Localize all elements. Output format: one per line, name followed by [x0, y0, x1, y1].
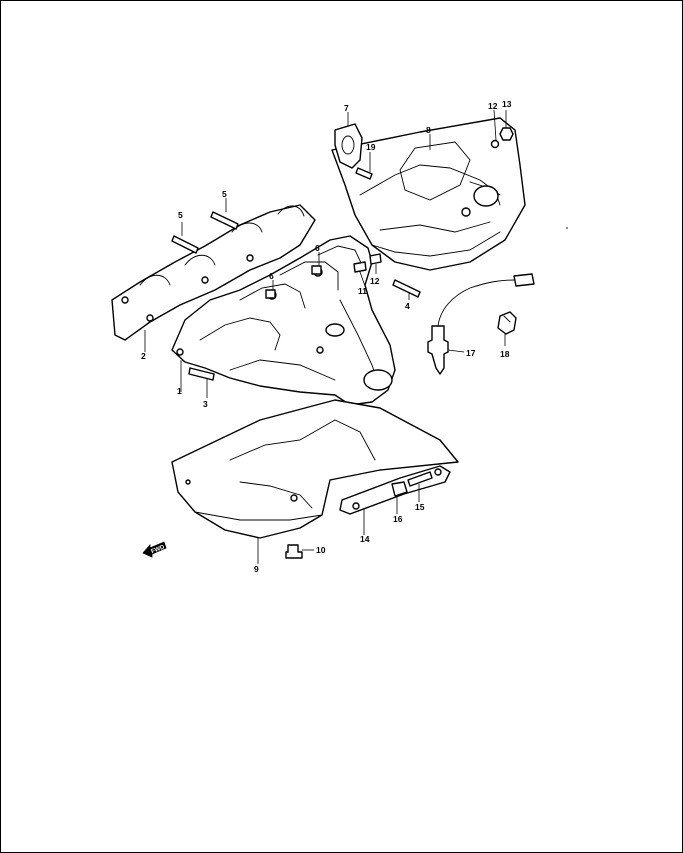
bracket-nut-and-stud: [391, 471, 433, 497]
callout-numbers: 1 2 3 4 5 5 6 6 7 8 9 10 11 12 12 13 14 …: [141, 99, 512, 574]
fasteners: [188, 127, 514, 381]
heat-shield-bolt: [285, 544, 303, 559]
stray-mark: [566, 227, 568, 229]
callout-12a: 12: [370, 276, 380, 286]
stud-bolts: [171, 211, 239, 254]
exhaust-pipe-gasket: [334, 123, 363, 169]
leader-lines: [144, 109, 507, 564]
callout-2: 2: [141, 351, 146, 361]
callout-1: 1: [177, 386, 182, 396]
callout-5b: 5: [222, 189, 227, 199]
callout-6b: 6: [315, 243, 320, 253]
lower-heat-shield: [171, 399, 459, 539]
callout-4: 4: [405, 301, 410, 311]
callout-11: 11: [358, 286, 367, 296]
callout-14: 14: [360, 534, 370, 544]
exhaust-manifold-heat-shield: [331, 117, 526, 271]
callout-3: 3: [203, 399, 208, 409]
manifold-gasket: [111, 204, 316, 341]
callout-10: 10: [316, 545, 326, 555]
fwd-label: FWD: [151, 544, 167, 555]
callout-15: 15: [415, 502, 425, 512]
callout-7: 7: [344, 103, 349, 113]
forward-direction-arrow: FWD: [142, 541, 167, 558]
callout-6a: 6: [269, 271, 274, 281]
callout-13: 13: [502, 99, 512, 109]
callout-18: 18: [500, 349, 510, 359]
sensor-wire-clamp: [497, 311, 517, 335]
oxygen-sensor: [427, 273, 535, 375]
callout-5a: 5: [178, 210, 183, 220]
callout-16: 16: [393, 514, 403, 524]
callout-19: 19: [366, 142, 376, 152]
callout-8: 8: [426, 125, 431, 135]
callout-9: 9: [254, 564, 259, 574]
callout-12b: 12: [488, 101, 498, 111]
exhaust-manifold: [171, 235, 396, 406]
callout-17: 17: [466, 348, 476, 358]
